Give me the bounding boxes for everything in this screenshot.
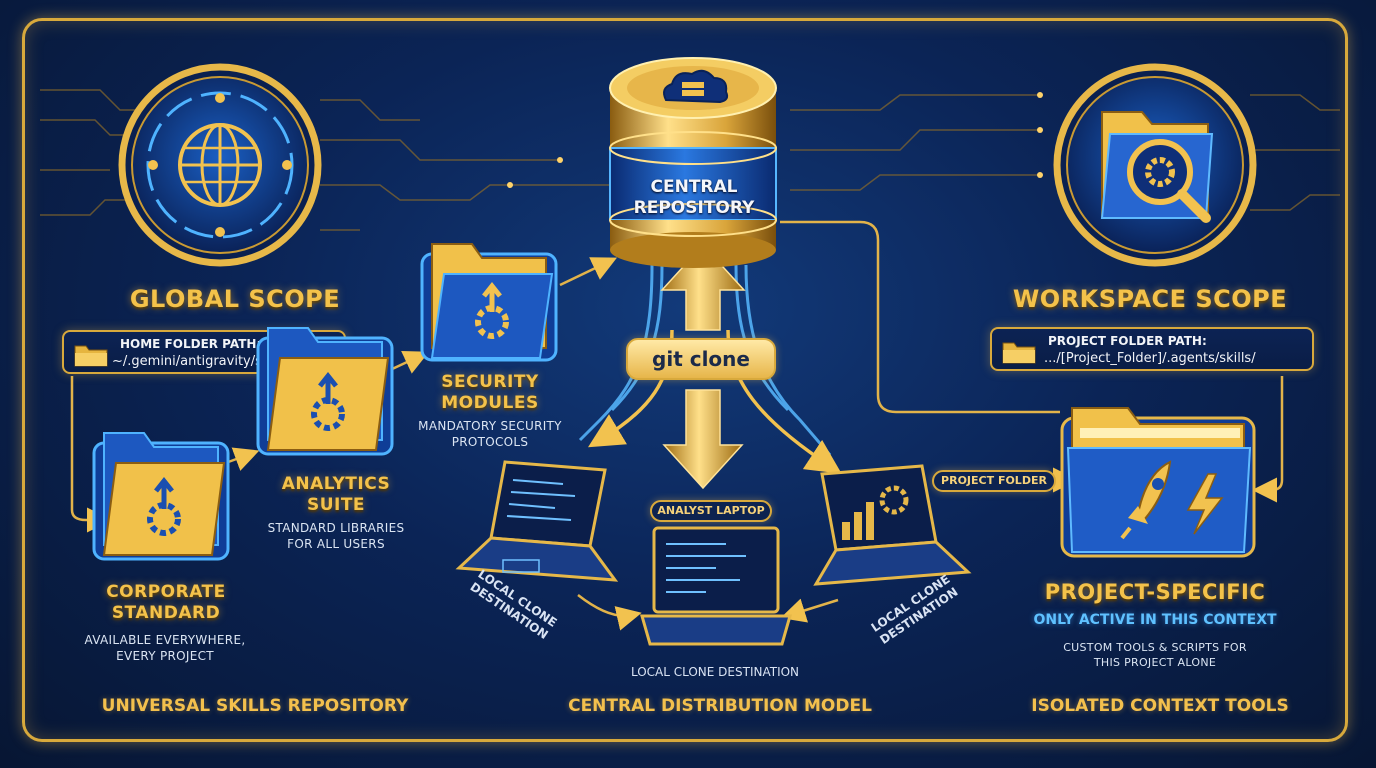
lightning-icon [1186, 473, 1224, 535]
folder-icon [1002, 342, 1036, 364]
isolated-context-footer: ISOLATED CONTEXT TOOLS [1031, 696, 1289, 716]
project-specific-heading: PROJECT-SPECIFIC [1044, 580, 1266, 604]
home-folder-path-value: ~/.gemini/antigravity/skills/ [112, 354, 292, 369]
project-folder-icon [1060, 407, 1256, 558]
security-modules-folder-icon [420, 243, 558, 362]
project-folder-path-label: PROJECT FOLDER PATH: [1048, 334, 1207, 348]
diagram-frame [22, 18, 1348, 742]
folder-gear-search-icon [1053, 63, 1257, 267]
project-folder-path-value: .../[Project_Folder]/.agents/skills/ [1044, 351, 1256, 366]
git-clone-label: git clone [626, 338, 776, 380]
project-specific-subheading: ONLY ACTIVE IN THIS CONTEXT [1033, 612, 1277, 628]
analyst-laptop-label: ANALYST LAPTOP [650, 500, 772, 522]
workspace-scope-title: WORKSPACE SCOPE [1012, 285, 1288, 313]
central-distribution-footer: CENTRAL DISTRIBUTION MODEL [568, 696, 872, 716]
project-folder-tag: PROJECT FOLDER [932, 470, 1056, 492]
home-folder-path-label: HOME FOLDER PATH: [120, 337, 262, 351]
laptop-icon [813, 464, 972, 586]
folder-icon [74, 345, 108, 367]
cloud-server-icon [609, 57, 777, 268]
corporate-standard-folder-icon [92, 432, 230, 561]
local-clone-bottom-label: LOCAL CLONE DESTINATION [630, 665, 800, 679]
corporate-standard-desc: AVAILABLE EVERYWHERE,EVERY PROJECT [84, 633, 246, 663]
rocket-icon [1120, 460, 1172, 540]
analytics-suite-folder-icon [256, 327, 394, 456]
global-scope-title: GLOBAL SCOPE [129, 285, 341, 313]
project-folder-path-box: PROJECT FOLDER PATH: .../[Project_Folder… [990, 327, 1314, 371]
laptop-icon [455, 460, 619, 582]
laptop-icon [640, 526, 792, 646]
universal-skills-footer: UNIVERSAL SKILLS REPOSITORY [101, 696, 409, 716]
globe-icon [118, 63, 322, 267]
